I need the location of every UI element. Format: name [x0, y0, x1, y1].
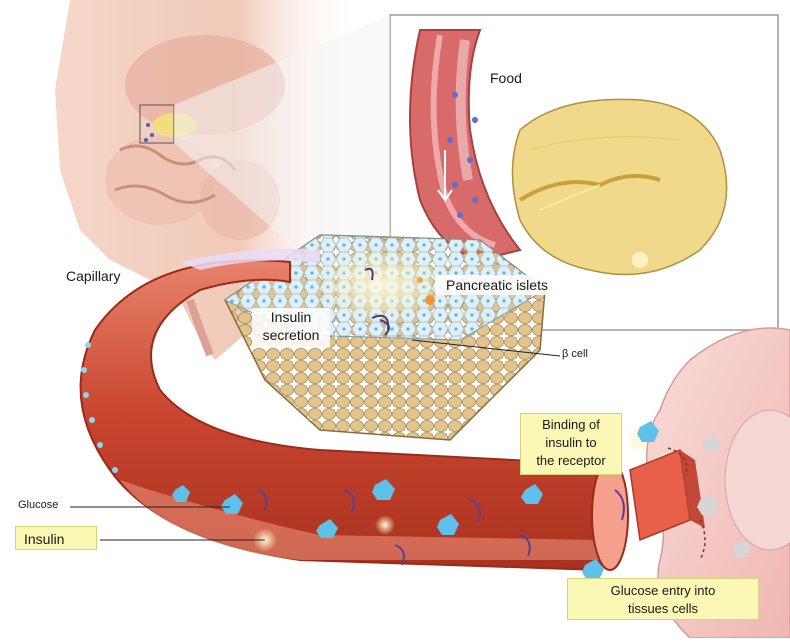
tissue-cell	[582, 327, 790, 639]
pancreas-lobe	[511, 98, 728, 276]
beta-cell-label: β cell	[562, 348, 588, 360]
glucose-entry-label: Glucose entry into tissues cells	[567, 578, 759, 620]
binding-label: Binding of insulin to the receptor	[520, 413, 622, 475]
insulin-secretion-line1: Insulin	[270, 309, 312, 325]
glucose-entry-line2: tissues cells	[627, 601, 699, 616]
glucose-label: Glucose	[18, 499, 59, 511]
insulin-molecules	[257, 489, 625, 566]
binding-line3: the receptor	[536, 453, 606, 468]
glucose-molecules	[172, 479, 543, 538]
insulin-text: Insulin	[24, 531, 65, 547]
beta-cell-leader	[411, 339, 561, 357]
cell-nucleus	[724, 409, 790, 551]
insulin-secretion-line2: secretion	[262, 327, 320, 343]
binding-line1: Binding of	[542, 417, 600, 432]
pancreatic-islets-text: Pancreatic islets	[446, 277, 548, 293]
capillary-arrow	[180, 248, 320, 270]
binding-line2: insulin to	[545, 435, 597, 450]
food-label: Food	[490, 70, 522, 86]
insulin-label: Insulin	[15, 526, 97, 550]
capillary-label: Capillary	[66, 268, 121, 284]
food-particles	[447, 92, 478, 218]
pancreatic-islets-label: Pancreatic islets	[435, 275, 559, 295]
glucose-entry-line1: Glucose entry into	[610, 583, 716, 598]
insulin-secretion-label: Insulin secretion	[252, 308, 330, 348]
